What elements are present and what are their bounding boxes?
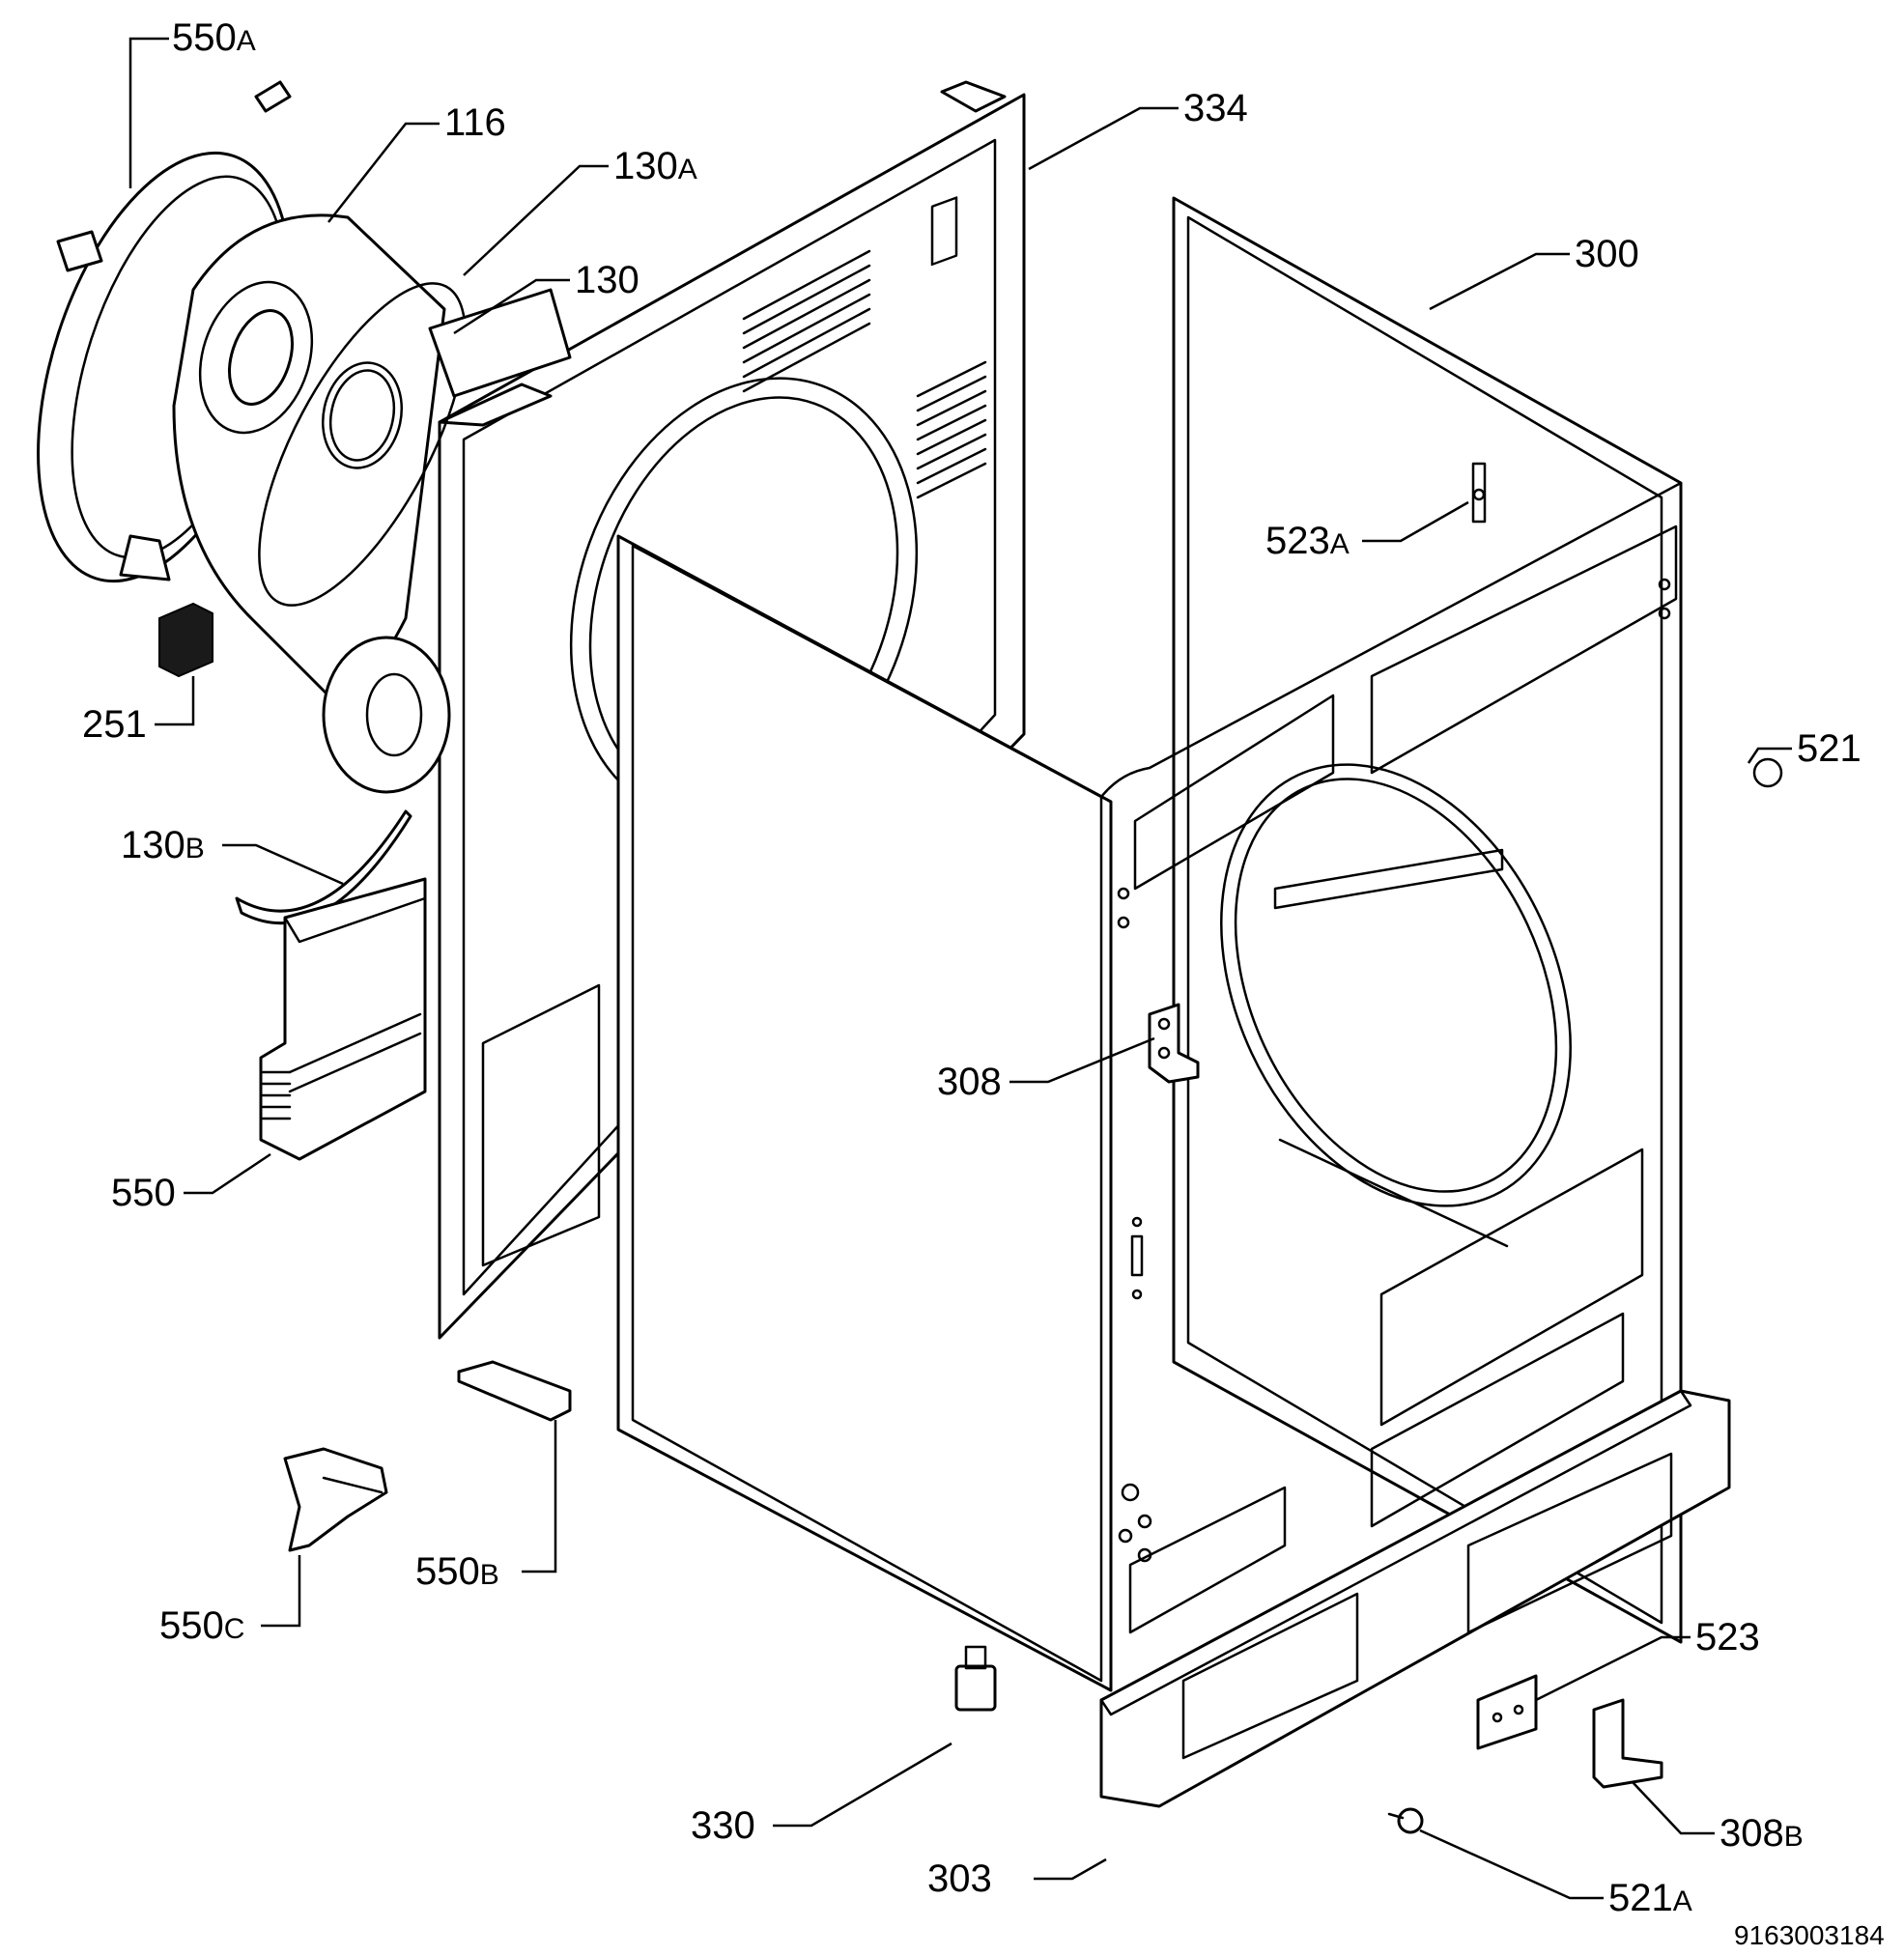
screw-521A [1387, 1807, 1424, 1834]
front-side-panel [616, 481, 1683, 1692]
callout-550C: 550C [159, 1604, 244, 1647]
drum-opening [1220, 763, 1572, 1248]
cabinet-frame-300 [1128, 196, 1783, 1644]
callout-130A: 130A [613, 145, 697, 187]
gasket-130A [258, 282, 467, 607]
duct-flange [428, 288, 572, 398]
callout-labels: 550A 116 130A 130 334 300 523A 521 251 1… [82, 16, 1861, 1919]
callout-116: 116 [444, 101, 506, 144]
callout-521A: 521A [1608, 1877, 1692, 1919]
foot-330 [954, 1645, 997, 1712]
bracket-523 [1476, 1674, 1538, 1750]
lower-cover-550 [259, 877, 427, 1161]
callout-308: 308 [937, 1061, 1002, 1103]
gasket-130 [321, 361, 404, 469]
callout-308B: 308B [1719, 1812, 1804, 1855]
block-251 [158, 602, 213, 678]
callout-523A: 523A [1265, 520, 1350, 562]
callout-130: 130 [575, 259, 639, 301]
clip-550C [283, 1447, 388, 1552]
hinge-308 [1148, 1003, 1200, 1084]
clip-550B [457, 1360, 572, 1422]
air-duct-116 [172, 213, 451, 794]
callout-300: 300 [1575, 233, 1639, 275]
callout-330: 330 [691, 1804, 755, 1847]
reference-code: 9163003184 [1734, 1920, 1885, 1950]
bracket-308B [1592, 1698, 1663, 1789]
callout-550A: 550A [172, 16, 256, 59]
leader-lines [128, 37, 1792, 1900]
plinth-303 [1099, 1389, 1731, 1808]
callout-303: 303 [927, 1857, 992, 1900]
callout-334: 334 [1183, 87, 1248, 129]
callout-521: 521 [1797, 727, 1861, 770]
callout-523: 523 [1695, 1616, 1760, 1658]
callout-130B: 130B [121, 824, 205, 866]
callout-550: 550 [111, 1172, 176, 1214]
callout-550B: 550B [415, 1550, 499, 1593]
callout-251: 251 [82, 703, 147, 746]
